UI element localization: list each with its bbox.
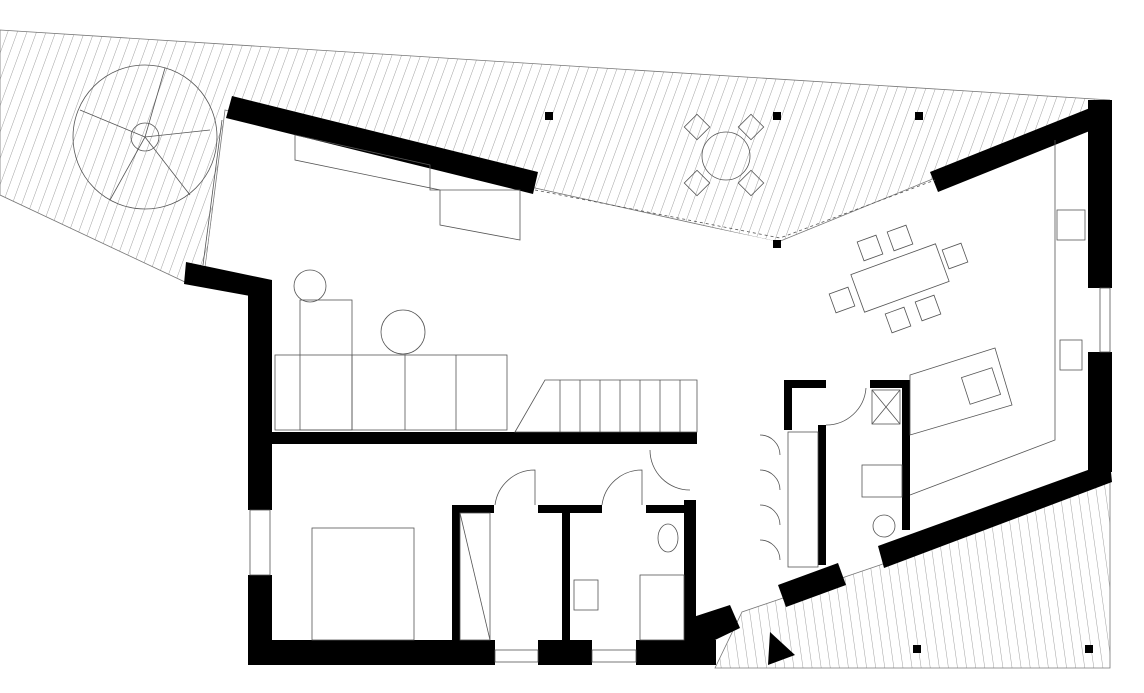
stair [514, 379, 698, 433]
bed [311, 527, 415, 641]
wall-core-1 [784, 380, 826, 388]
door-swing [759, 434, 781, 561]
door-swing [649, 449, 691, 491]
window [1099, 287, 1111, 353]
wall-core-south [778, 563, 846, 607]
wall-north-right [930, 100, 1112, 192]
chair [828, 286, 856, 314]
coffee-table [380, 309, 426, 355]
counter [861, 464, 903, 498]
wall-south-2 [538, 640, 592, 665]
stair-tread [144, 67, 166, 138]
chair [914, 294, 942, 322]
chair [737, 169, 765, 197]
cooktop [1056, 209, 1086, 241]
wall-closet-1b [452, 505, 460, 640]
door-swing [494, 469, 536, 506]
wall-north-left [226, 96, 538, 194]
stair-tread [109, 136, 146, 201]
island-cooktop [960, 367, 1002, 405]
sink [1059, 339, 1083, 371]
spiral-stair [72, 64, 218, 210]
wall-closet-1 [452, 505, 494, 513]
wardrobe [787, 431, 819, 568]
chair [886, 224, 914, 252]
wardrobe-line [459, 512, 491, 641]
wall-bath-top [646, 505, 696, 513]
walls [184, 96, 1112, 665]
toilet [657, 523, 679, 553]
washbasin [573, 579, 599, 611]
window [249, 509, 271, 576]
glazing-west [202, 119, 223, 266]
interior-floor [205, 118, 1090, 640]
wall-south-1 [248, 640, 495, 665]
wall-south-diagonal [878, 462, 1112, 568]
wall-interior-horizontal [272, 432, 697, 444]
wall-closet-2b [562, 505, 570, 640]
wall-core-3 [870, 380, 910, 388]
wall-core-1b [784, 380, 792, 430]
column-3 [915, 112, 923, 120]
wall-core-2 [818, 425, 826, 565]
side-table [293, 269, 327, 303]
kitchen-counter [909, 140, 1056, 496]
wall-south-3 [636, 640, 716, 665]
chair [683, 113, 711, 141]
wall-east-lower [1088, 352, 1112, 472]
wall-south-corner [684, 605, 740, 640]
column-1 [545, 112, 553, 120]
chair [737, 113, 765, 141]
fireplace [294, 134, 521, 241]
column-6 [1085, 645, 1093, 653]
stair-tread [79, 109, 146, 138]
stair-tread [144, 129, 211, 138]
terrace-table [701, 131, 751, 181]
door-swing [601, 469, 643, 506]
fixtures-and-furniture [72, 64, 1111, 663]
chair [884, 306, 912, 334]
wall-east-upper [1088, 100, 1112, 288]
wall-west-upper [248, 282, 272, 510]
column-4 [773, 240, 781, 248]
wardrobe [459, 512, 491, 641]
sofa [274, 354, 508, 431]
wall-core-3b [902, 380, 910, 530]
window [591, 649, 637, 663]
shower [639, 574, 685, 641]
chair [941, 242, 969, 270]
wall-bath [684, 500, 696, 640]
kitchen-island [909, 347, 1013, 436]
shaft-line [871, 389, 901, 425]
wash-basin [872, 514, 896, 538]
window [494, 649, 539, 663]
stair-tread [144, 136, 191, 196]
column-5 [913, 645, 921, 653]
shaft [871, 389, 901, 425]
chair [856, 234, 884, 262]
door-swing [825, 387, 867, 426]
spiral-stair-core [130, 122, 160, 152]
north-arrow-icon [768, 632, 795, 665]
dining-table [850, 243, 950, 313]
chair [683, 169, 711, 197]
column-2 [773, 112, 781, 120]
